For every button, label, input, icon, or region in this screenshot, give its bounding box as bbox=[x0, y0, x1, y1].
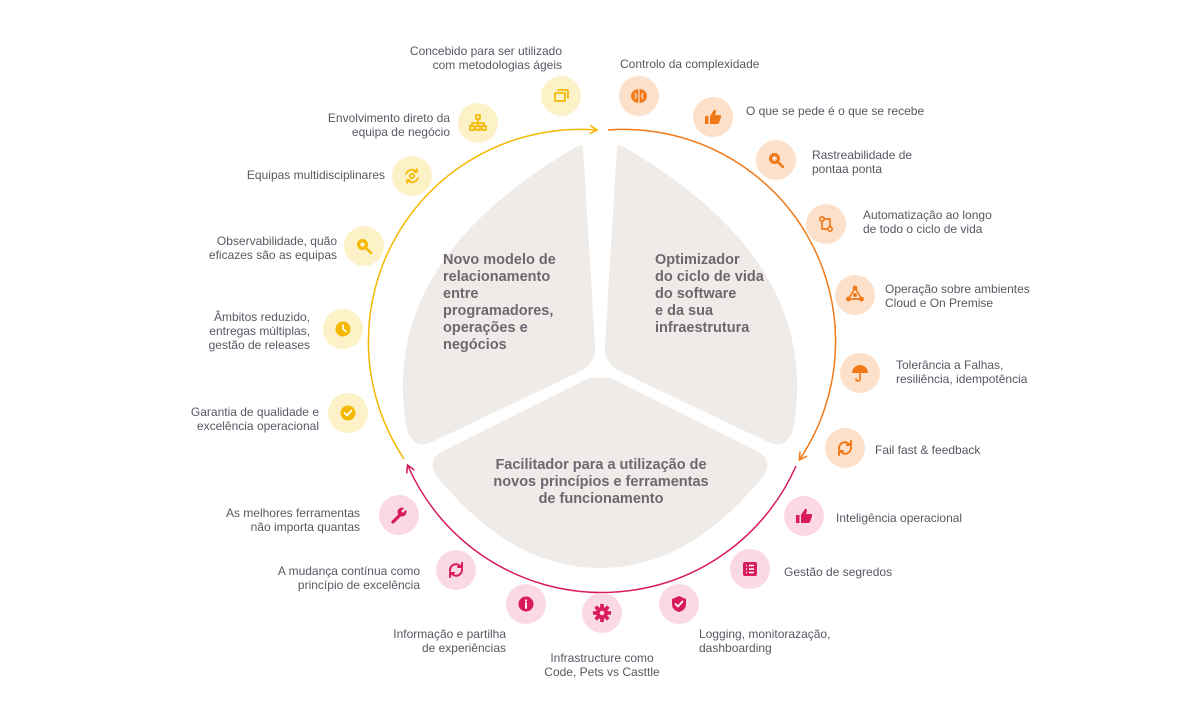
cycle-icon bbox=[392, 156, 432, 196]
sector-bottom bbox=[432, 377, 768, 568]
refresh-icon bbox=[436, 550, 476, 590]
network-icon bbox=[835, 275, 875, 315]
sector-right bbox=[604, 145, 798, 445]
orange-arc bbox=[607, 128, 837, 462]
clock-icon bbox=[323, 309, 363, 349]
info-icon bbox=[506, 584, 546, 624]
thumbs-up-icon bbox=[784, 496, 824, 536]
item-label-ops-intelligence: Inteligência operacional bbox=[836, 511, 963, 525]
item-label-quality: Garantia de qualidade e excelência opera… bbox=[190, 405, 319, 433]
pipeline-icon bbox=[806, 204, 846, 244]
org-chart-icon bbox=[458, 103, 498, 143]
window-stack-icon bbox=[541, 76, 581, 116]
brain-icon bbox=[619, 76, 659, 116]
item-label-continuous-change: A mudança contínua como princípio de exc… bbox=[277, 564, 420, 592]
thumbs-up-icon bbox=[693, 97, 733, 137]
item-label-best-tools: As melhores ferramentas não importa quan… bbox=[225, 506, 360, 534]
sector-title-right: Optimizador do ciclo de vida do software… bbox=[655, 252, 764, 336]
item-label-fault-tolerance: Tolerância a Falhas, resiliência, idempo… bbox=[896, 358, 1028, 386]
item-label-iac: Infrastructure como Code, Pets vs Casttl… bbox=[544, 651, 660, 679]
item-label-secrets: Gestão de segredos bbox=[784, 565, 893, 579]
item-label-knowledge: Informação e partilha de experiências bbox=[393, 627, 506, 655]
yellow-arc bbox=[367, 124, 599, 460]
check-circle-icon bbox=[328, 393, 368, 433]
item-label-scopes: Âmbitos reduzido, entregas múltiplas, ge… bbox=[208, 310, 310, 352]
magnify-plus-icon bbox=[344, 226, 384, 266]
item-label-ask-receive: O que se pede é o que se recebe bbox=[746, 104, 925, 118]
item-label-fail-fast: Fail fast & feedback bbox=[875, 443, 981, 457]
item-label-logging: Logging, monitorazação, dashboarding bbox=[699, 627, 831, 655]
item-label-business-team: Envolvimento direto da equipa de negócio bbox=[327, 111, 450, 139]
item-label-multidisciplinary: Equipas multidisciplinares bbox=[246, 168, 385, 182]
item-label-complexity: Controlo da complexidade bbox=[620, 57, 760, 71]
umbrella-icon bbox=[840, 353, 880, 393]
gear-icon bbox=[582, 593, 622, 633]
wrench-icon bbox=[379, 495, 419, 535]
sector-title-left: Novo modelo de relacionamento entre prog… bbox=[443, 252, 556, 353]
magnify-plus-icon bbox=[756, 140, 796, 180]
item-label-automation: Automatização ao longo de todo o ciclo d… bbox=[863, 208, 992, 236]
list-icon bbox=[730, 549, 770, 589]
refresh-icon bbox=[825, 428, 865, 468]
sector-left bbox=[402, 145, 596, 445]
item-label-cloud: Operação sobre ambientes Cloud e On Prem… bbox=[885, 282, 1030, 310]
item-label-traceability: Rastreabilidade de pontaa ponta bbox=[812, 148, 913, 176]
sector-title-bottom: Facilitador para a utilização de novos p… bbox=[493, 457, 709, 507]
item-label-agile: Concebido para ser utilizado com metodol… bbox=[409, 44, 562, 72]
pink-arc bbox=[405, 463, 797, 594]
item-label-observability: Observabilidade, quão eficazes são as eq… bbox=[208, 234, 337, 262]
shield-check-icon bbox=[659, 584, 699, 624]
